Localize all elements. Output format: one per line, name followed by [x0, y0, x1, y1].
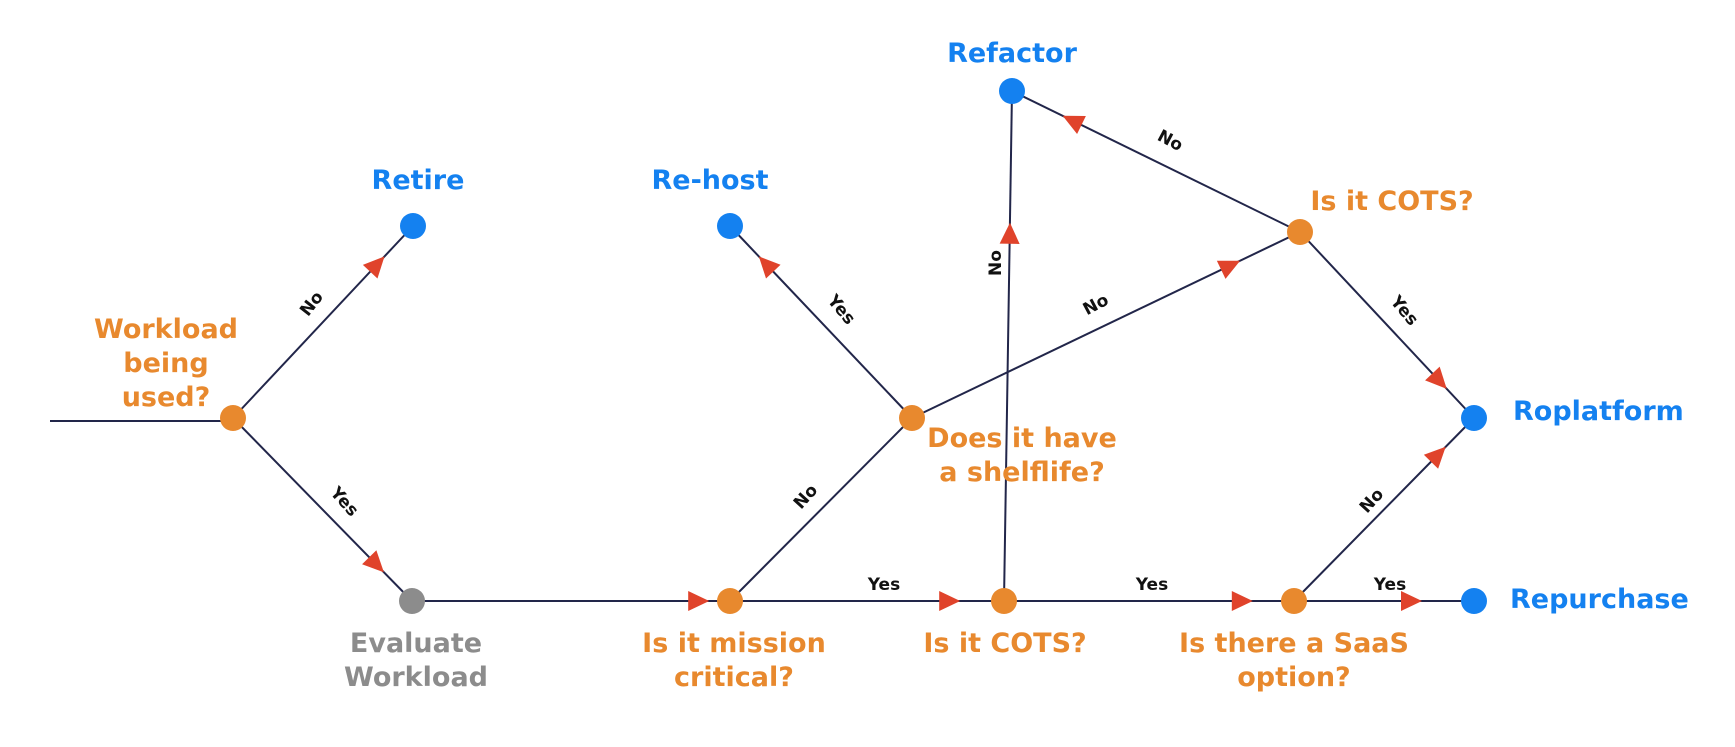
edge-mission_critical-to-shelflife [729, 417, 913, 602]
shelflife-node [899, 405, 925, 431]
edge-label-cots_top-to-refactor: No [1154, 126, 1186, 156]
refactor-node [999, 78, 1025, 104]
shelflife-label-line: Does it have [927, 423, 1117, 454]
edge-label-mission_critical-to-shelflife: No [790, 481, 822, 514]
arrowhead-cots_bottom-to-saas [1231, 591, 1253, 611]
cots-top-node [1287, 219, 1313, 245]
edge-label-mission_critical-to-cots_bottom: Yes [867, 575, 900, 595]
edge-label-saas-to-repurchase: Yes [1373, 575, 1406, 595]
rehost-label-line: Re-host [651, 165, 768, 196]
shelflife-label-line: a shelflife? [939, 457, 1104, 488]
workload-used-label-line: used? [122, 382, 211, 413]
edge-workload_used-to-evaluate [232, 417, 413, 602]
repurchase-label-line: Repurchase [1510, 584, 1689, 615]
mission-critical-node [717, 588, 743, 614]
evaluate-label-line: Workload [344, 662, 488, 693]
edge-label-workload_used-to-evaluate: Yes [325, 483, 362, 521]
refactor-label: Refactor [947, 38, 1078, 69]
edge-label-saas-to-roplatform: No [1356, 485, 1388, 518]
arrowhead-cots_top-to-refactor [1062, 115, 1086, 134]
saas-label-line: option? [1237, 662, 1350, 693]
cots-bottom-label: Is it COTS? [923, 628, 1086, 659]
roplatform-node [1461, 405, 1487, 431]
retire-label-line: Retire [372, 165, 465, 196]
repurchase-label: Repurchase [1510, 584, 1689, 615]
edge-label-cots_bottom-to-refactor: No [986, 250, 1006, 276]
edge-shelflife-to-rehost [729, 225, 913, 419]
saas-node [1281, 588, 1307, 614]
workload-used-node [220, 405, 246, 431]
edge-label-workload_used-to-retire: No [296, 288, 328, 321]
rehost-node [717, 213, 743, 239]
arrowhead-cots_top-to-roplatform [1425, 366, 1447, 389]
edge-label-cots_top-to-roplatform: Yes [1385, 291, 1422, 329]
saas-label-line: Is there a SaaS [1179, 628, 1409, 659]
cots-top-label-line: Is it COTS? [1310, 186, 1473, 217]
arrowhead-saas-to-repurchase [1401, 591, 1422, 611]
evaluate-node [399, 588, 425, 614]
repurchase-node [1461, 588, 1487, 614]
retire-label: Retire [372, 165, 465, 196]
evaluate-label-line: Evaluate [350, 628, 482, 659]
edge-saas-to-roplatform [1293, 417, 1475, 602]
mission-critical-label-line: critical? [674, 662, 794, 693]
rehost-label: Re-host [651, 165, 768, 196]
cots-top-label: Is it COTS? [1310, 186, 1473, 217]
mission-critical-label-line: Is it mission [642, 628, 826, 659]
arrows-layer [362, 115, 1447, 611]
arrowhead-mission_critical-to-cots_bottom [939, 591, 961, 611]
arrowhead-workload_used-to-evaluate [362, 550, 384, 573]
cots-bottom-label-line: Is it COTS? [923, 628, 1086, 659]
roplatform-label: Roplatform [1513, 396, 1684, 427]
edge-label-shelflife-to-cots_top: No [1080, 290, 1112, 320]
edge-cots_bottom-to-refactor [1003, 90, 1013, 602]
arrowhead-shelflife-to-cots_top [1216, 260, 1241, 279]
workload-used-label-line: being [123, 348, 208, 379]
workload-used-label-line: Workload [94, 314, 238, 345]
edge-workload_used-to-retire [232, 225, 414, 419]
arrowhead-cots_bottom-to-refactor [999, 222, 1020, 244]
edge-cots_top-to-refactor [1011, 90, 1301, 233]
edge-label-cots_bottom-to-saas: Yes [1135, 575, 1168, 595]
arrowhead-evaluate-to-mission_critical [688, 591, 710, 611]
roplatform-label-line: Roplatform [1513, 396, 1684, 427]
arrowhead-workload_used-to-retire [362, 256, 385, 279]
edge-label-shelflife-to-rehost: Yes [822, 290, 859, 328]
retire-node [400, 213, 426, 239]
refactor-label-line: Refactor [947, 38, 1078, 69]
arrowhead-saas-to-roplatform [1423, 446, 1446, 469]
edge-shelflife-to-cots_top [911, 231, 1301, 419]
arrowhead-shelflife-to-rehost [758, 256, 781, 279]
cots-bottom-node [991, 588, 1017, 614]
nodes-layer [220, 78, 1487, 614]
edge-cots_top-to-roplatform [1299, 231, 1475, 419]
